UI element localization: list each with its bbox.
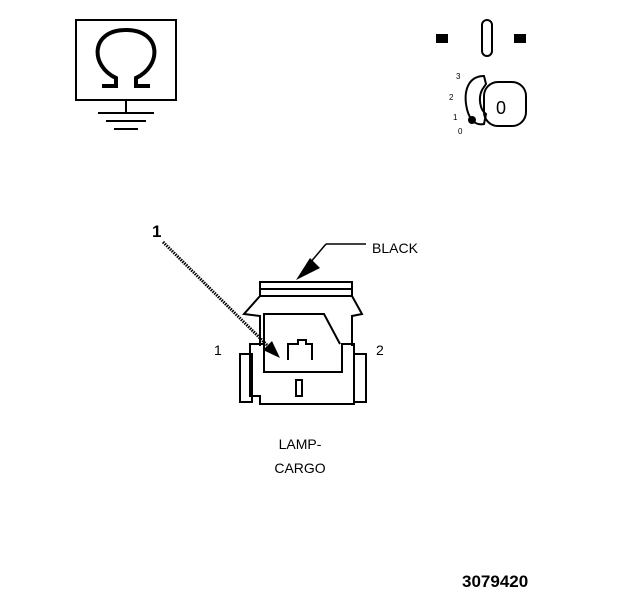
callout-number: 1	[152, 222, 162, 241]
connector-face-icon	[239, 281, 367, 405]
connector-name-line2: CARGO	[274, 460, 326, 476]
connector-name-line1: LAMP-	[278, 436, 322, 452]
ground-icon	[98, 100, 154, 130]
ign-pos-1: 1	[453, 113, 458, 122]
pin-1-label: 1	[214, 342, 222, 358]
ohmmeter-icon	[75, 19, 177, 101]
figure-id: 3079420	[462, 572, 529, 591]
ign-pos-3: 3	[456, 72, 461, 81]
ign-pos-2: 2	[449, 93, 454, 102]
connector-color-label: BLACK	[372, 240, 418, 256]
callout-arrow	[161, 240, 280, 358]
ign-pos-0: 0	[458, 127, 463, 136]
color-leader-arrow	[296, 243, 366, 280]
ignition-key-icon: 3 2 1 0 0	[436, 19, 527, 136]
pin-2-label: 2	[376, 342, 384, 358]
ign-key-label: 0	[496, 98, 506, 118]
